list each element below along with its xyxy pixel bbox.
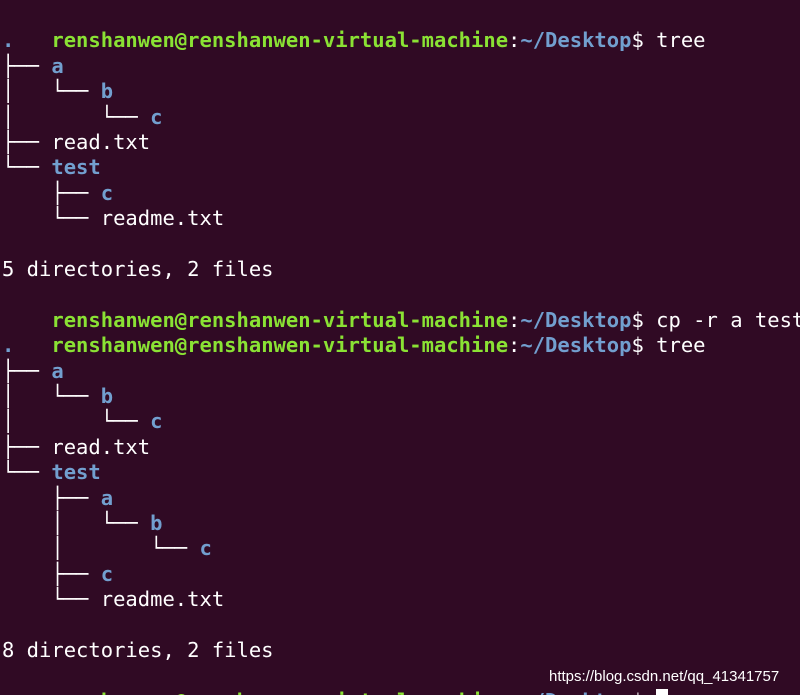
prompt-path: ~/Desktop (520, 333, 632, 358)
tree-summary: 5 directories, 2 files (2, 257, 274, 281)
prompt-dollar: $ (631, 689, 656, 695)
command-text: tree (656, 28, 706, 53)
text-cursor (656, 688, 669, 695)
prompt-userhost: renshanwen@renshanwen-virtual-machine (51, 333, 509, 358)
prompt-colon: : (508, 28, 521, 53)
prompt-path: ~/Desktop (520, 28, 632, 53)
tree-root: . (2, 333, 15, 358)
prompt-dollar: $ (631, 333, 657, 358)
tree-entry: └── test (2, 460, 101, 485)
prompt-colon: : (508, 689, 520, 695)
prompt-colon: : (508, 307, 521, 332)
tree-entry: ├── a (2, 358, 64, 383)
prompt-userhost: renshanwen@renshanwen-virtual-machine (51, 689, 508, 695)
tree-entry: └── readme.txt (2, 587, 225, 612)
tree-entry: └── test (2, 155, 101, 180)
tree-summary: 8 directories, 2 files (2, 638, 274, 662)
tree-entry: ├── c (2, 180, 114, 205)
prompt-userhost: renshanwen@renshanwen-virtual-machine (51, 28, 509, 53)
prompt-line: renshanwen@renshanwen-virtual-machine:~/… (2, 308, 705, 357)
command-text: tree (656, 333, 706, 358)
tree-entry: │ └── c (2, 104, 163, 129)
tree-entry: ├── c (2, 561, 114, 586)
prompt-dollar: $ (631, 28, 657, 53)
tree-entry: └── readme.txt (2, 206, 225, 231)
tree-entry: │ └── c (2, 536, 212, 561)
tree-root: . (2, 28, 15, 53)
prompt-path: ~/Desktop (520, 307, 632, 332)
tree-entry: │ └── b (2, 384, 114, 408)
prompt-colon: : (508, 333, 521, 358)
tree-entry: ├── read.txt (2, 130, 151, 154)
prompt-userhost: renshanwen@renshanwen-virtual-machine (51, 307, 509, 332)
watermark-text: https://blog.csdn.net/qq_41341757 (549, 668, 780, 685)
tree-entry: │ └── c (2, 409, 163, 434)
prompt-line-active[interactable]: renshanwen@renshanwen-virtual-machine:~/… (2, 663, 669, 695)
prompt-line: renshanwen@renshanwen-virtual-machine:~/… (2, 3, 705, 52)
tree-entry: ├── read.txt (2, 434, 151, 459)
tree-entry: │ └── b (2, 511, 163, 535)
prompt-path: ~/Desktop (520, 689, 631, 695)
tree-entry: ├── a (2, 53, 64, 78)
prompt-line: renshanwen@renshanwen-virtual-machine:~/… (2, 282, 800, 332)
tree-entry: ├── a (2, 485, 114, 510)
tree-entry: │ └── b (2, 79, 114, 104)
prompt-dollar: $ (631, 307, 657, 332)
command-text: cp -r a test (656, 307, 800, 332)
